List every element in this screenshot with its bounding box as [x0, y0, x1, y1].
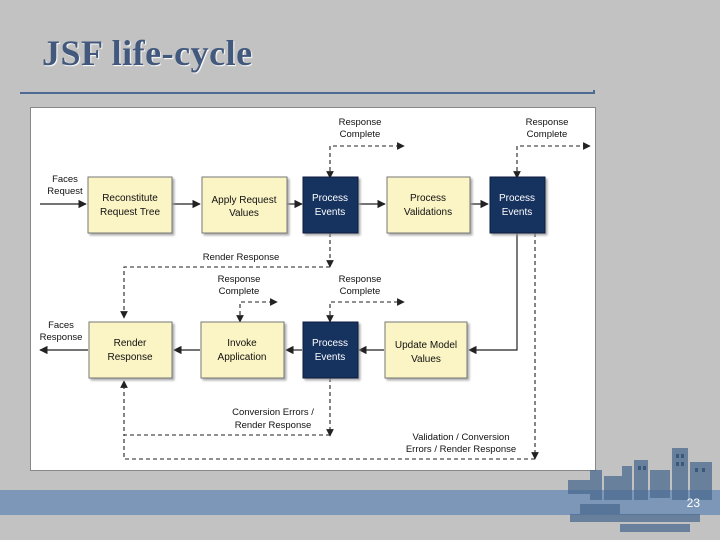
dash-response-complete-2 [513, 142, 591, 179]
response-complete-1-line1: Response [339, 117, 382, 128]
response-complete-3-line1: Response [218, 274, 261, 285]
phase-invoke-application [200, 321, 285, 379]
arrow-to-update-model [468, 233, 518, 355]
response-complete-3-line2: Complete [219, 286, 260, 297]
conversion-errors-line2: Render Response [235, 420, 312, 431]
phase-process-validations [386, 176, 471, 234]
title-underline [20, 92, 593, 94]
city-skyline-graphic [568, 448, 712, 532]
render-response-label: Render Response [203, 252, 280, 263]
dashed-arrows [120, 142, 591, 460]
phase-reconstitute-line2: Request Tree [100, 207, 160, 218]
phase-invoke-line1: Invoke [227, 338, 257, 349]
dash-response-complete-1 [326, 142, 405, 179]
phase-update-line1: Update Model [395, 340, 457, 351]
phase-process-events-2 [489, 176, 546, 234]
phase-apply-line1: Apply Request [211, 195, 276, 206]
faces-request-line1: Faces [52, 174, 78, 185]
phase-reconstitute [87, 176, 173, 234]
phase-process3-line1: Process [312, 338, 348, 349]
response-complete-4-line2: Complete [340, 286, 381, 297]
page-number: 23 [686, 496, 700, 510]
phase-process1-line2: Events [315, 207, 346, 218]
validation-errors-line2: Errors / Render Response [406, 444, 516, 455]
response-complete-1-line2: Complete [340, 129, 381, 140]
phase-validations-line2: Validations [404, 207, 452, 218]
phase-render-line2: Response [107, 352, 152, 363]
faces-request-line2: Request [47, 186, 83, 197]
phase-process-events-3 [302, 321, 359, 379]
phase-process3-line2: Events [315, 352, 346, 363]
slide-title: JSF life-cycle [42, 33, 253, 73]
phase-render-response [88, 321, 173, 379]
phase-update-line2: Values [411, 354, 441, 365]
phase-update-model [384, 321, 468, 379]
dash-response-complete-3 [236, 298, 278, 323]
dash-response-complete-4 [326, 298, 405, 323]
phase-reconstitute-line1: Reconstitute [102, 193, 158, 204]
phase-invoke-line2: Application [218, 352, 267, 363]
dash-validation-errors [123, 435, 535, 460]
faces-response-line2: Response [40, 332, 83, 343]
validation-errors-line1: Validation / Conversion [413, 432, 510, 443]
dash-render-response [120, 266, 330, 319]
phase-process-events-1 [302, 176, 359, 234]
title-underline-tick [593, 90, 595, 94]
phase-process1-line1: Process [312, 193, 348, 204]
response-complete-4-line1: Response [339, 274, 382, 285]
conversion-errors-line1: Conversion Errors / [232, 407, 314, 418]
response-complete-2-line1: Response [526, 117, 569, 128]
response-complete-2-line2: Complete [527, 129, 568, 140]
phase-process2-line2: Events [502, 207, 533, 218]
solid-arrows [39, 199, 518, 355]
phase-apply-line2: Values [229, 208, 259, 219]
phase-apply-request [201, 176, 288, 234]
phase-render-line1: Render [114, 338, 147, 349]
phase-process2-line1: Process [499, 193, 535, 204]
phase-validations-line1: Process [410, 193, 446, 204]
faces-response-line1: Faces [48, 320, 74, 331]
